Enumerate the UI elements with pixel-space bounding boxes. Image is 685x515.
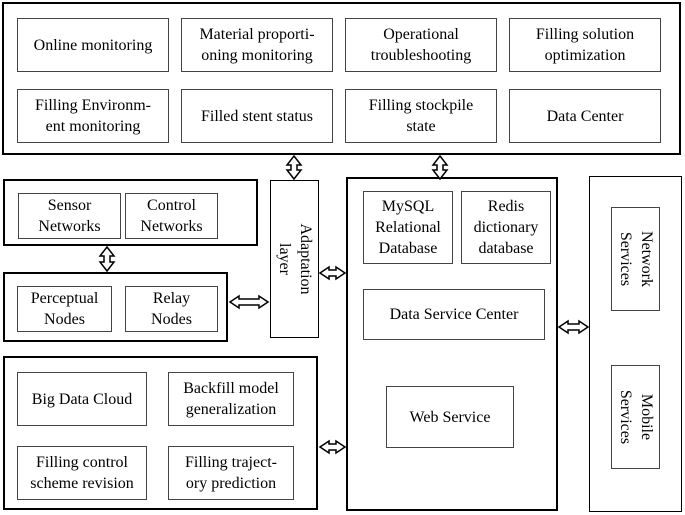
arrow-top-to-adaptation xyxy=(285,154,303,181)
data-service-center-box: Data Service Center xyxy=(363,289,545,340)
network-services-box: Network Services xyxy=(611,207,660,311)
arrow-networks-to-nodes xyxy=(98,245,116,273)
operational-troubleshooting-box: Operational troubleshooting xyxy=(345,18,497,72)
big-data-cloud-box: Big Data Cloud xyxy=(17,372,147,426)
filling-environment-monitoring-box: Filling Environm- ent monitoring xyxy=(17,89,169,143)
arrow-adaptation-to-data xyxy=(318,265,347,281)
mysql-database-box: MySQL Relational Database xyxy=(363,191,453,264)
redis-database-box: Redis dictionary database xyxy=(461,191,551,264)
material-proportioning-monitoring-box: Material proporti- oning monitoring xyxy=(181,18,333,72)
arrow-top-to-data xyxy=(431,154,449,181)
filling-stockpile-state-box: Filling stockpile state xyxy=(345,89,497,143)
filling-solution-optimization-box: Filling solution optimization xyxy=(509,18,661,72)
filling-control-scheme-revision-box: Filling control scheme revision xyxy=(17,446,147,500)
control-networks-box: Control Networks xyxy=(125,193,218,239)
filled-stent-status-box: Filled stent status xyxy=(181,89,333,143)
data-center-box: Data Center xyxy=(509,89,661,143)
sensor-networks-box: Sensor Networks xyxy=(18,193,121,239)
filling-trajectory-prediction-box: Filling traject- ory prediction xyxy=(168,446,294,500)
mobile-services-box: Mobile Services xyxy=(611,365,660,469)
arrow-nodes-to-adaptation xyxy=(228,294,270,310)
relay-nodes-box: Relay Nodes xyxy=(125,286,218,332)
adaptation-layer-box: Adaptation layer xyxy=(270,180,319,338)
arrow-data-to-services xyxy=(557,319,590,335)
backfill-model-generalization-box: Backfill model generalization xyxy=(168,372,294,426)
web-service-box: Web Service xyxy=(386,386,514,448)
online-monitoring-box: Online monitoring xyxy=(17,18,169,72)
perceptual-nodes-box: Perceptual Nodes xyxy=(17,286,112,332)
arrow-analysis-to-data xyxy=(318,439,347,455)
